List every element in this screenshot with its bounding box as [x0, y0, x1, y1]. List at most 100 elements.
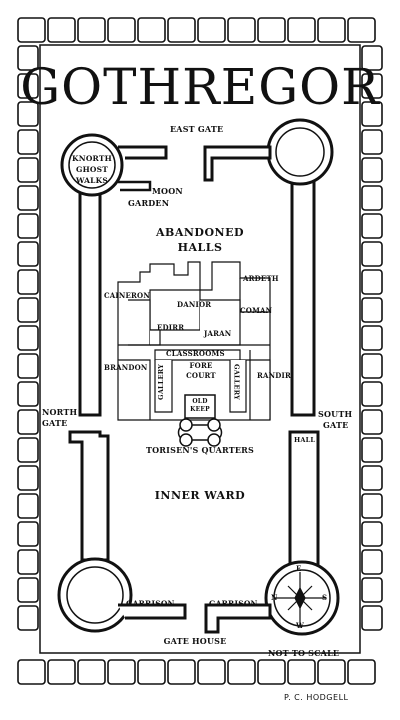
- wall-stone: [361, 437, 383, 463]
- label-not-to-scale: NOT TO SCALE: [268, 648, 340, 658]
- wall-stone: [361, 353, 383, 379]
- label-north: NORTH: [42, 407, 78, 417]
- label-gallery-right: GALLERY: [232, 364, 241, 400]
- wall-stone: [17, 45, 39, 71]
- wall-stone: [361, 381, 383, 407]
- wall-stone: [17, 437, 39, 463]
- wall-stone: [361, 73, 383, 99]
- map-title: GOTHREGOR: [20, 58, 380, 116]
- label-old: OLD: [192, 398, 208, 405]
- wall-stone: [361, 213, 383, 239]
- wall-stone: [361, 297, 383, 323]
- label-caineron: CAINERON: [104, 291, 150, 300]
- label-jaran: JARAN: [204, 329, 232, 338]
- outer-wall-stones: [17, 17, 383, 685]
- compass-e-label: E: [296, 564, 302, 573]
- wall-stone: [17, 101, 39, 127]
- compass-s-label: S: [322, 593, 328, 602]
- wall-stone: [77, 659, 106, 685]
- label-east-gate: EAST GATE: [170, 124, 224, 134]
- label-gallery-left: GALLERY: [157, 364, 165, 400]
- wall-stone: [361, 465, 383, 491]
- wall-stone: [47, 659, 76, 685]
- wall-stone: [361, 241, 383, 267]
- wall-stone: [17, 381, 39, 407]
- wall-stone: [17, 157, 39, 183]
- label-north-gate: GATE: [42, 418, 68, 428]
- wall-stone: [77, 17, 106, 43]
- wall-stone: [137, 17, 166, 43]
- abandoned-halls-buildings: [117, 261, 271, 421]
- wall-stone: [137, 659, 166, 685]
- label-garrison-left: GARRISON: [126, 599, 175, 608]
- label-walks: WALKS: [76, 176, 108, 185]
- label-fore: FORE: [189, 361, 213, 370]
- wall-stone: [227, 659, 256, 685]
- wall-stone: [167, 17, 196, 43]
- wall-stone: [361, 185, 383, 211]
- wall-stone: [197, 17, 226, 43]
- wall-stone: [361, 409, 383, 435]
- wall-stone: [17, 297, 39, 323]
- wall-stone: [347, 659, 376, 685]
- inner-wall-line: [39, 44, 361, 654]
- wall-stone: [197, 659, 226, 685]
- wall-stone: [17, 493, 39, 519]
- wall-stone: [47, 17, 76, 43]
- wall-stone: [317, 659, 346, 685]
- wall-stone: [361, 269, 383, 295]
- wall-stone: [17, 213, 39, 239]
- label-moon: MOON: [152, 186, 183, 196]
- wall-stone: [361, 101, 383, 127]
- wall-stone: [17, 353, 39, 379]
- label-hall: HALL: [294, 436, 316, 444]
- wall-stone: [17, 17, 46, 43]
- wall-stone: [17, 465, 39, 491]
- wall-stone: [361, 157, 383, 183]
- label-ardeth: ARDETH: [243, 274, 279, 283]
- label-coman: COMAN: [240, 306, 273, 315]
- northeast-tower: [203, 118, 334, 417]
- wall-stone: [107, 659, 136, 685]
- wall-stone: [361, 605, 383, 631]
- wall-stone: [17, 577, 39, 603]
- wall-stone: [361, 577, 383, 603]
- wall-stone: [17, 409, 39, 435]
- wall-stone: [17, 185, 39, 211]
- wall-stone: [317, 17, 346, 43]
- wall-stone: [17, 73, 39, 99]
- label-randir: RANDIR: [257, 371, 292, 380]
- wall-stone: [257, 659, 286, 685]
- wall-stone: [361, 129, 383, 155]
- wall-stone: [287, 659, 316, 685]
- label-garden: GARDEN: [128, 198, 170, 208]
- wall-stone: [17, 605, 39, 631]
- wall-stone: [17, 129, 39, 155]
- artist-signature: P. C. HODGELL: [284, 693, 349, 702]
- compass-rose: [274, 572, 326, 628]
- wall-stone: [17, 659, 46, 685]
- label-danior: DANIOR: [177, 300, 212, 309]
- old-keep: [177, 394, 223, 447]
- wall-stone: [227, 17, 256, 43]
- label-abandoned: ABANDONED: [155, 226, 245, 239]
- label-keep: KEEP: [190, 406, 210, 413]
- label-edirr: EDIRR: [157, 323, 185, 332]
- compass-n-label: N: [271, 593, 278, 602]
- wall-stone: [17, 241, 39, 267]
- wall-stone: [287, 17, 316, 43]
- label-court: COURT: [186, 371, 216, 380]
- wall-stone: [361, 549, 383, 575]
- label-south: SOUTH: [318, 409, 353, 419]
- wall-stone: [361, 521, 383, 547]
- label-ghost: GHOST: [75, 165, 109, 174]
- wall-stone: [257, 17, 286, 43]
- wall-stone: [17, 269, 39, 295]
- southwest-tower: [57, 430, 187, 633]
- label-halls: HALLS: [177, 241, 223, 254]
- label-garrison-right: GARRISON: [209, 599, 258, 608]
- northwest-tower: [60, 133, 168, 417]
- label-knorth: KNORTH: [72, 154, 112, 163]
- wall-stone: [347, 17, 376, 43]
